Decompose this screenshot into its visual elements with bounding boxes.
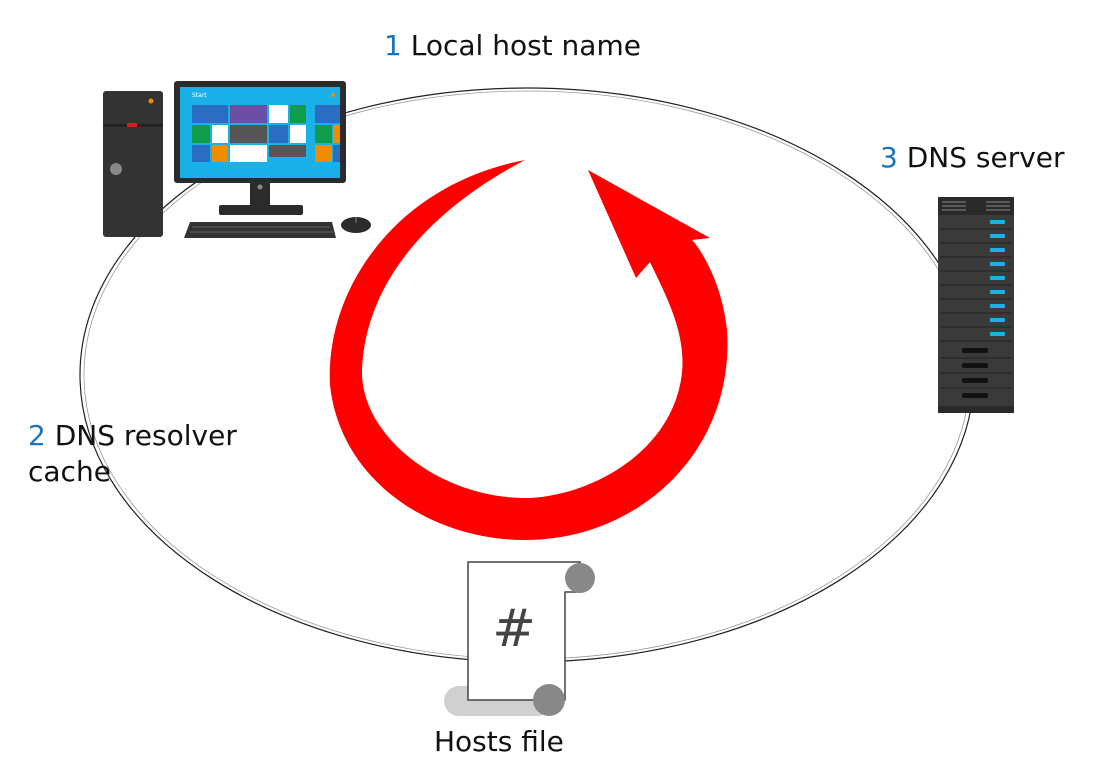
keyboard [184, 222, 336, 238]
hosts-file-symbol: # [492, 599, 536, 659]
computer-tower [103, 91, 163, 237]
mouse [341, 217, 371, 233]
step-3-label: 3 DNS server [880, 140, 1065, 176]
cycle-arrow-icon [329, 160, 728, 540]
step-2-text: DNS resolver [54, 419, 237, 452]
desktop-computer-icon: Start [103, 81, 371, 238]
server-rack-icon [938, 197, 1014, 413]
step-3-text: DNS server [906, 141, 1065, 174]
monitor-tiles [192, 105, 340, 162]
step-1-text: Local host name [410, 29, 641, 62]
step-1-label: 1 Local host name [384, 28, 641, 64]
step-3-number: 3 [880, 141, 898, 174]
hosts-file-label: Hosts file [434, 725, 564, 758]
step-2-label: 2 DNS resolver cache [28, 418, 237, 490]
step-1-number: 1 [384, 29, 402, 62]
monitor-start-text: Start [192, 92, 207, 99]
step-2-text-line2: cache [28, 455, 111, 488]
scroll-file-icon: # [444, 561, 595, 716]
step-2-number: 2 [28, 419, 46, 452]
